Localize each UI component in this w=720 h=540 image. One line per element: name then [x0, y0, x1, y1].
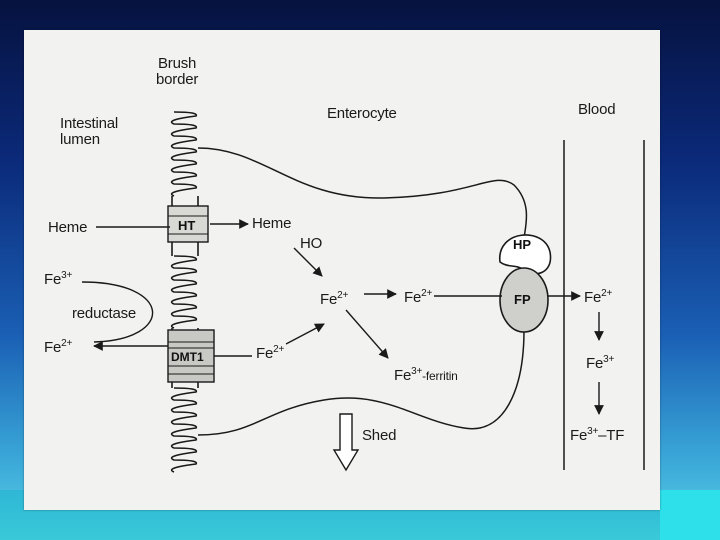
arrow-dmt-fe2-to-center	[285, 323, 325, 345]
fe2-blood-base: Fe	[584, 289, 602, 306]
intestinal-lumen-label: Intestinal lumen	[60, 116, 118, 148]
diagram-slide: Brush border Intestinal lumen Enterocyte…	[24, 30, 660, 510]
fe3-tf-suffix: –TF	[598, 427, 625, 444]
fe3-blood-sup: 3+	[603, 354, 615, 365]
fe2-lumen-label: Fe2+	[44, 338, 73, 356]
ho-label: HO	[300, 235, 323, 252]
fe3-tf-base: Fe	[570, 427, 588, 444]
reductase-label: reductase	[72, 305, 137, 322]
fe2-right-label: Fe2+	[404, 288, 433, 306]
shed-label: Shed	[362, 427, 397, 444]
fe2-lumen-base: Fe	[44, 339, 62, 356]
enterocyte-outline-lower	[197, 329, 525, 436]
ferritin-base: Fe	[394, 367, 412, 384]
fe3-tf-sup: 3+	[587, 426, 599, 437]
fe2-center-base: Fe	[320, 291, 338, 308]
ferritin-label: Fe3+-ferritin	[394, 366, 458, 384]
ht-transporter	[167, 205, 209, 243]
fe2-center-label: Fe2+	[320, 290, 349, 308]
lumen-line2: lumen	[60, 130, 100, 148]
fe3-tf-label: Fe3+–TF	[570, 426, 625, 444]
fp-shape	[499, 267, 549, 333]
enterocyte-label: Enterocyte	[327, 105, 397, 122]
heme-lumen-label: Heme	[48, 219, 88, 236]
background-teal-corner	[660, 490, 720, 540]
dmt1-label: DMT1	[171, 350, 204, 364]
dmt1-transporter	[167, 329, 215, 383]
blood-label: Blood	[578, 101, 616, 118]
fe2-right-base: Fe	[404, 289, 422, 306]
ferritin-sup: 3+	[411, 366, 423, 377]
arrow-ho-to-fe2	[293, 247, 323, 277]
shed-arrow	[332, 413, 360, 472]
brush-border-line1: Brush	[157, 55, 197, 72]
fe3-lumen-sup: 3+	[61, 270, 73, 281]
fe3-lumen-base: Fe	[44, 271, 62, 288]
hp-shape	[499, 234, 552, 275]
arrow-fe2-to-ferritin	[345, 309, 389, 359]
fe2-blood-label: Fe2+	[584, 288, 613, 306]
fe3-blood-base: Fe	[586, 355, 604, 372]
fe2-lumen-sup: 2+	[61, 338, 73, 349]
fe2-center-sup: 2+	[337, 290, 349, 301]
fe2-dmt-base: Fe	[256, 345, 274, 362]
reductase-loop	[81, 281, 154, 343]
lumen-line1: Intestinal	[60, 115, 119, 132]
fp-label: FP	[514, 292, 531, 307]
fe2-blood-sup: 2+	[601, 288, 613, 299]
brush-border-line2: border	[156, 70, 199, 88]
brush-border-label: Brush border	[156, 56, 198, 88]
diagram-drawing	[81, 111, 645, 473]
fe2-dmt-label: Fe2+	[256, 344, 285, 362]
ht-label: HT	[178, 218, 196, 233]
ferritin-suffix: -ferritin	[422, 369, 458, 383]
fe2-dmt-sup: 2+	[273, 344, 285, 355]
hp-label: HP	[513, 237, 532, 252]
enterocyte-outline	[197, 147, 528, 241]
heme-cell-label: Heme	[252, 215, 292, 232]
brush-border-microvilli	[170, 111, 199, 473]
fe2-right-sup: 2+	[421, 288, 433, 299]
fe3-blood-label: Fe3+	[586, 354, 615, 372]
fe3-lumen-label: Fe3+	[44, 270, 73, 288]
